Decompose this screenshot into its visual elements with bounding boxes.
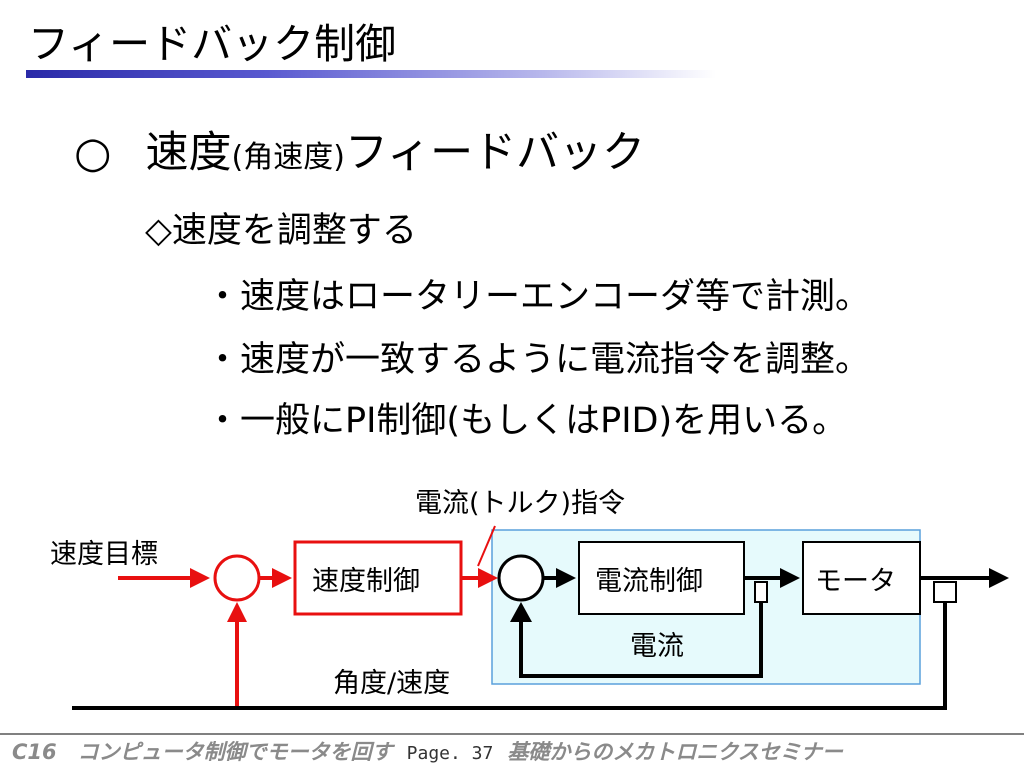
current-control-label: 電流制御 bbox=[595, 566, 703, 597]
motor-label: モータ bbox=[815, 566, 896, 597]
current-command-leader bbox=[477, 525, 496, 567]
speed-target-label: 速度目標 bbox=[50, 539, 158, 570]
bullet-item: ・速度はロータリーエンコーダ等で計測。 bbox=[205, 277, 871, 317]
speed-control-label: 速度制御 bbox=[312, 566, 420, 597]
heading-paren: (角速度) bbox=[231, 140, 345, 175]
heading-main: 速度 bbox=[145, 128, 232, 178]
footer-seminar-name: 基礎からのメカトロニクスセミナー bbox=[507, 740, 843, 764]
bullet-item: ・一般にPI制御(もしくはPID)を用いる。 bbox=[205, 401, 848, 441]
subheading: ◇速度を調整する bbox=[145, 211, 417, 251]
slide-title: フィードバック制御 bbox=[28, 20, 397, 68]
footer-page-number: Page. 37 bbox=[406, 743, 494, 764]
current-feedback-arrowhead bbox=[510, 602, 532, 622]
current-sensor bbox=[754, 581, 768, 603]
bullet-item: ・速度が一致するように電流指令を調整。 bbox=[205, 340, 871, 380]
angle-speed-label: 角度/速度 bbox=[333, 668, 450, 699]
encoder-sensor bbox=[933, 581, 957, 603]
motor-block bbox=[802, 541, 921, 615]
current-command-label: 電流(トルク)指令 bbox=[415, 488, 625, 519]
current-summing-junction bbox=[497, 554, 545, 602]
speed-feedback-path bbox=[72, 602, 947, 710]
heading-marker: ○ bbox=[74, 128, 112, 178]
footer: C16 コンピュータ制御でモータを回す Page. 37 基礎からのメカトロニクスセ… bbox=[12, 737, 843, 767]
footer-divider bbox=[0, 733, 1024, 735]
section-heading: ○ 速度(角速度)フィードバック bbox=[74, 125, 645, 186]
title-underline bbox=[26, 70, 716, 78]
current-feedback-path bbox=[519, 602, 763, 678]
speed-summing-junction bbox=[213, 554, 261, 602]
feedback-block-diagram: 電流(トルク)指令 速度目標 電流 角度/速度 速度制御 電流制御 モータ bbox=[50, 488, 1009, 710]
current-feedback-label: 電流 bbox=[630, 631, 684, 662]
footer-course-title: C16 コンピュータ制御でモータを回す bbox=[12, 740, 393, 764]
heading-rest: フィードバック bbox=[344, 128, 646, 178]
